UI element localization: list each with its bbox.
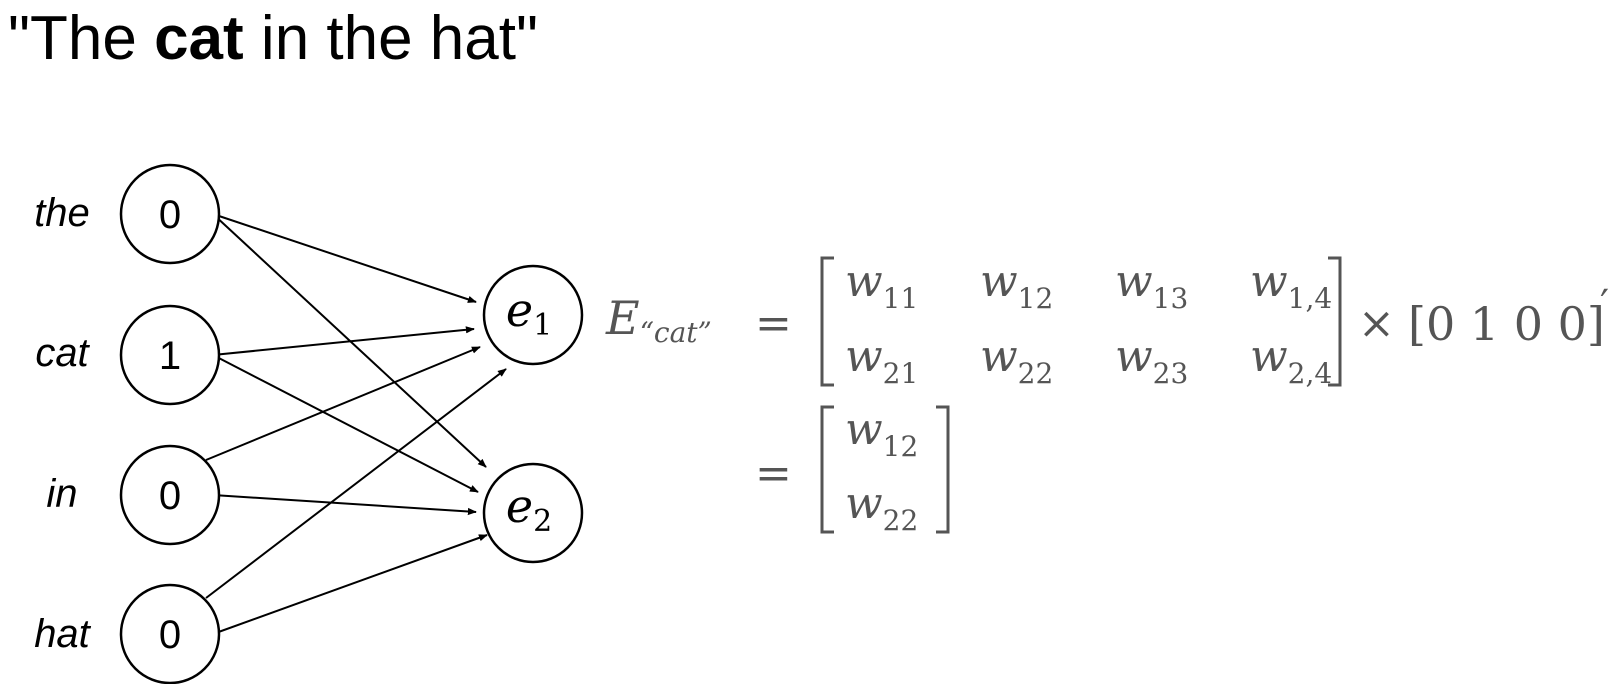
output-node-e2: e2 <box>482 462 584 564</box>
svg-text:e2: e2 <box>506 479 552 539</box>
equals-sign-1: = <box>755 298 792 349</box>
embedding-equation: E“cat” = w11 w12 w13 w1,4 w21 w22 w23 w2… <box>605 256 1609 537</box>
output-node-e2-sub: 2 <box>533 504 552 539</box>
input-node-in-value: 0 <box>159 474 181 518</box>
matrix-w-cell: w23 <box>1115 331 1188 390</box>
page-title: "The cat in the hat" <box>8 0 538 78</box>
svg-text:e1: e1 <box>506 283 552 343</box>
input-node-cat: 1 <box>119 304 221 406</box>
matrix-w-cell: w12 <box>980 256 1053 315</box>
times-sign: × <box>1358 298 1395 349</box>
input-word-hat: hat <box>34 612 91 656</box>
output-node-e1: e1 <box>482 264 584 366</box>
equals-sign-2: = <box>755 448 792 499</box>
input-node-the-value: 0 <box>159 193 181 237</box>
result-left-bracket <box>820 405 834 534</box>
transpose-mark: ′ <box>1600 282 1609 328</box>
result-right-bracket <box>936 405 950 534</box>
matrix-w-right-bracket <box>1328 256 1342 387</box>
result-cell: w22 <box>845 478 918 537</box>
edge-cat-e2 <box>212 354 479 493</box>
input-node-the: 0 <box>119 163 221 265</box>
equation-lhs-base: E <box>605 291 640 345</box>
edge-in-e1 <box>205 346 481 461</box>
title-prefix: "The <box>8 4 155 73</box>
matrix-w-cell: w21 <box>845 331 918 390</box>
matrix-w-left-bracket <box>820 256 834 387</box>
output-node-e2-base: e <box>506 479 533 533</box>
input-node-cat-value: 1 <box>159 334 181 378</box>
matrix-w-cell: w13 <box>1115 256 1188 315</box>
edge-cat-e1 <box>212 326 475 356</box>
matrix-w-cell: w22 <box>980 331 1053 390</box>
input-word-cat: cat <box>35 331 90 375</box>
onehot-vector: [0 1 0 0] <box>1408 297 1605 351</box>
input-word-in: in <box>46 472 77 516</box>
edge-hat-e1 <box>205 368 507 599</box>
input-word-the: the <box>34 191 90 235</box>
edge-the-e1 <box>212 213 477 303</box>
equation-lhs: E“cat” <box>605 291 712 349</box>
title-bold-word: cat <box>154 4 244 73</box>
edge-hat-e2 <box>212 534 488 635</box>
output-node-e1-sub: 1 <box>533 308 552 343</box>
matrix-w-cell: w1,4 <box>1250 256 1332 315</box>
matrix-w-cell: w11 <box>845 256 918 315</box>
input-node-hat: 0 <box>119 583 221 684</box>
output-node-e1-base: e <box>506 283 533 337</box>
input-node-in: 0 <box>119 444 221 546</box>
equation-lhs-sub: “cat” <box>640 316 712 349</box>
matrix-w-cell: w2,4 <box>1250 331 1332 390</box>
input-node-hat-value: 0 <box>159 613 181 657</box>
edge-in-e2 <box>212 494 477 516</box>
title-suffix: in the hat" <box>243 4 539 73</box>
result-cell: w12 <box>845 404 918 463</box>
network-edges <box>205 213 507 635</box>
